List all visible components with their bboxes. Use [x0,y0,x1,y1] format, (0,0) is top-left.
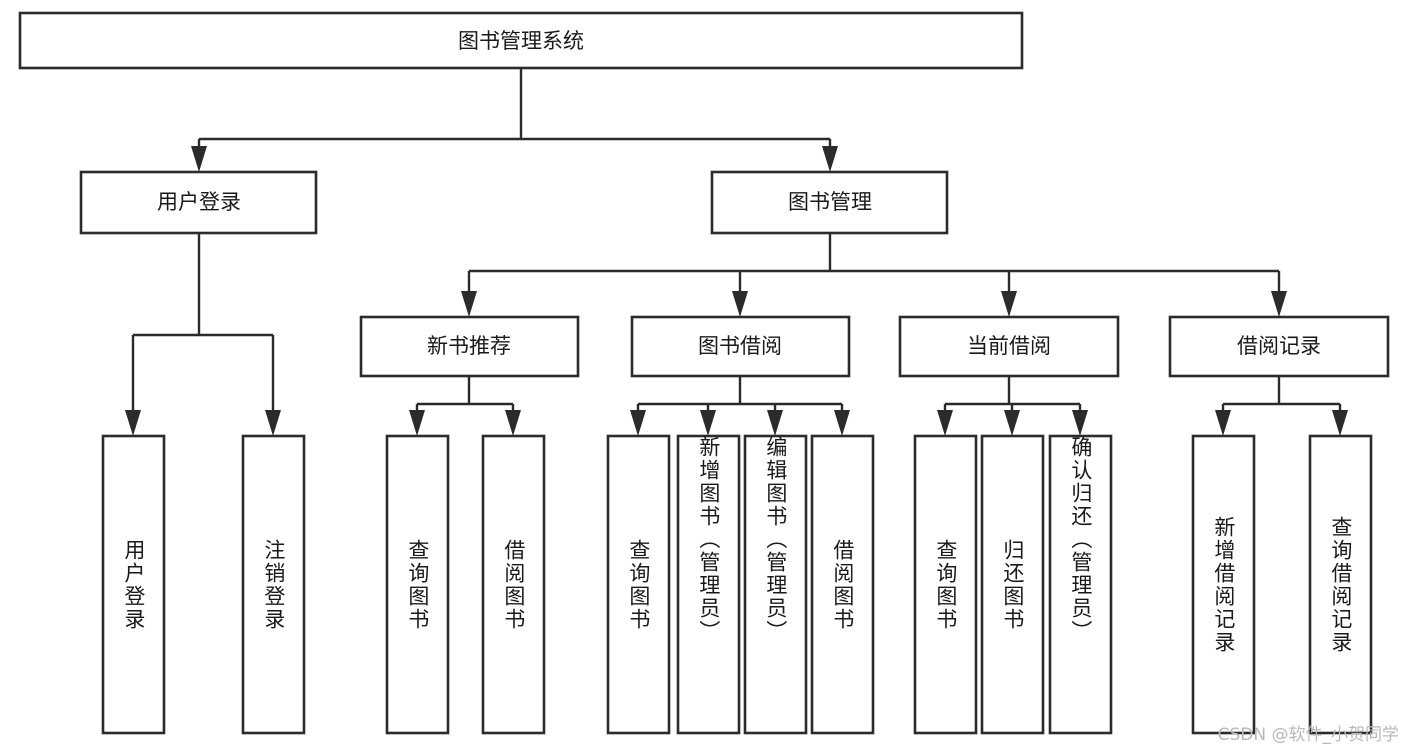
node-label-book-borrow: 图书借阅 [698,334,782,358]
leaf-box[interactable] [913,434,978,735]
node-book-management-box[interactable] [710,170,949,235]
leaf-box[interactable] [481,434,546,735]
connector-current-borrow-to-leaves [937,376,1088,436]
connector-book-borrow-to-leaves [630,376,850,436]
node-book-borrow-box[interactable] [630,315,851,378]
leaf-box[interactable] [1191,434,1256,735]
leaf-box[interactable] [101,434,166,735]
node-label-new-book-recommend: 新书推荐 [427,334,511,358]
connector-borrow-record-to-leaves [1215,376,1348,436]
connector-book-management-to-level3 [461,233,1287,317]
leaf-box[interactable] [606,434,671,735]
leaf-box[interactable] [743,434,808,735]
node-new-book-recommend-box[interactable] [359,315,580,378]
node-label-book-management: 图书管理 [788,190,872,214]
leaf-box[interactable] [810,434,875,735]
node-root-box[interactable] [18,11,1024,70]
node-borrow-record-box[interactable] [1168,315,1390,378]
node-label-borrow-record: 借阅记录 [1237,334,1321,358]
watermark-text: CSDN @软件_小贺同学 [1217,725,1399,745]
node-label-current-borrow: 当前借阅 [967,334,1051,358]
node-current-borrow-box[interactable] [898,315,1120,378]
connector-new-book-recommend-to-leaves [409,376,521,436]
leaf-box[interactable] [980,434,1045,735]
connector-user-login-to-leaves [125,233,281,436]
leaf-box[interactable] [241,434,306,735]
node-label-root: 图书管理系统 [458,29,584,53]
leaf-box[interactable] [1308,434,1373,735]
leaf-box[interactable] [676,434,741,735]
node-label-user-login: 用户登录 [157,190,241,214]
node-user-login-box[interactable] [79,170,318,235]
leaf-box[interactable] [385,434,450,735]
connector-root-to-level2 [191,68,838,172]
leaf-box-group [101,434,1373,735]
leaf-box[interactable] [1048,434,1113,735]
